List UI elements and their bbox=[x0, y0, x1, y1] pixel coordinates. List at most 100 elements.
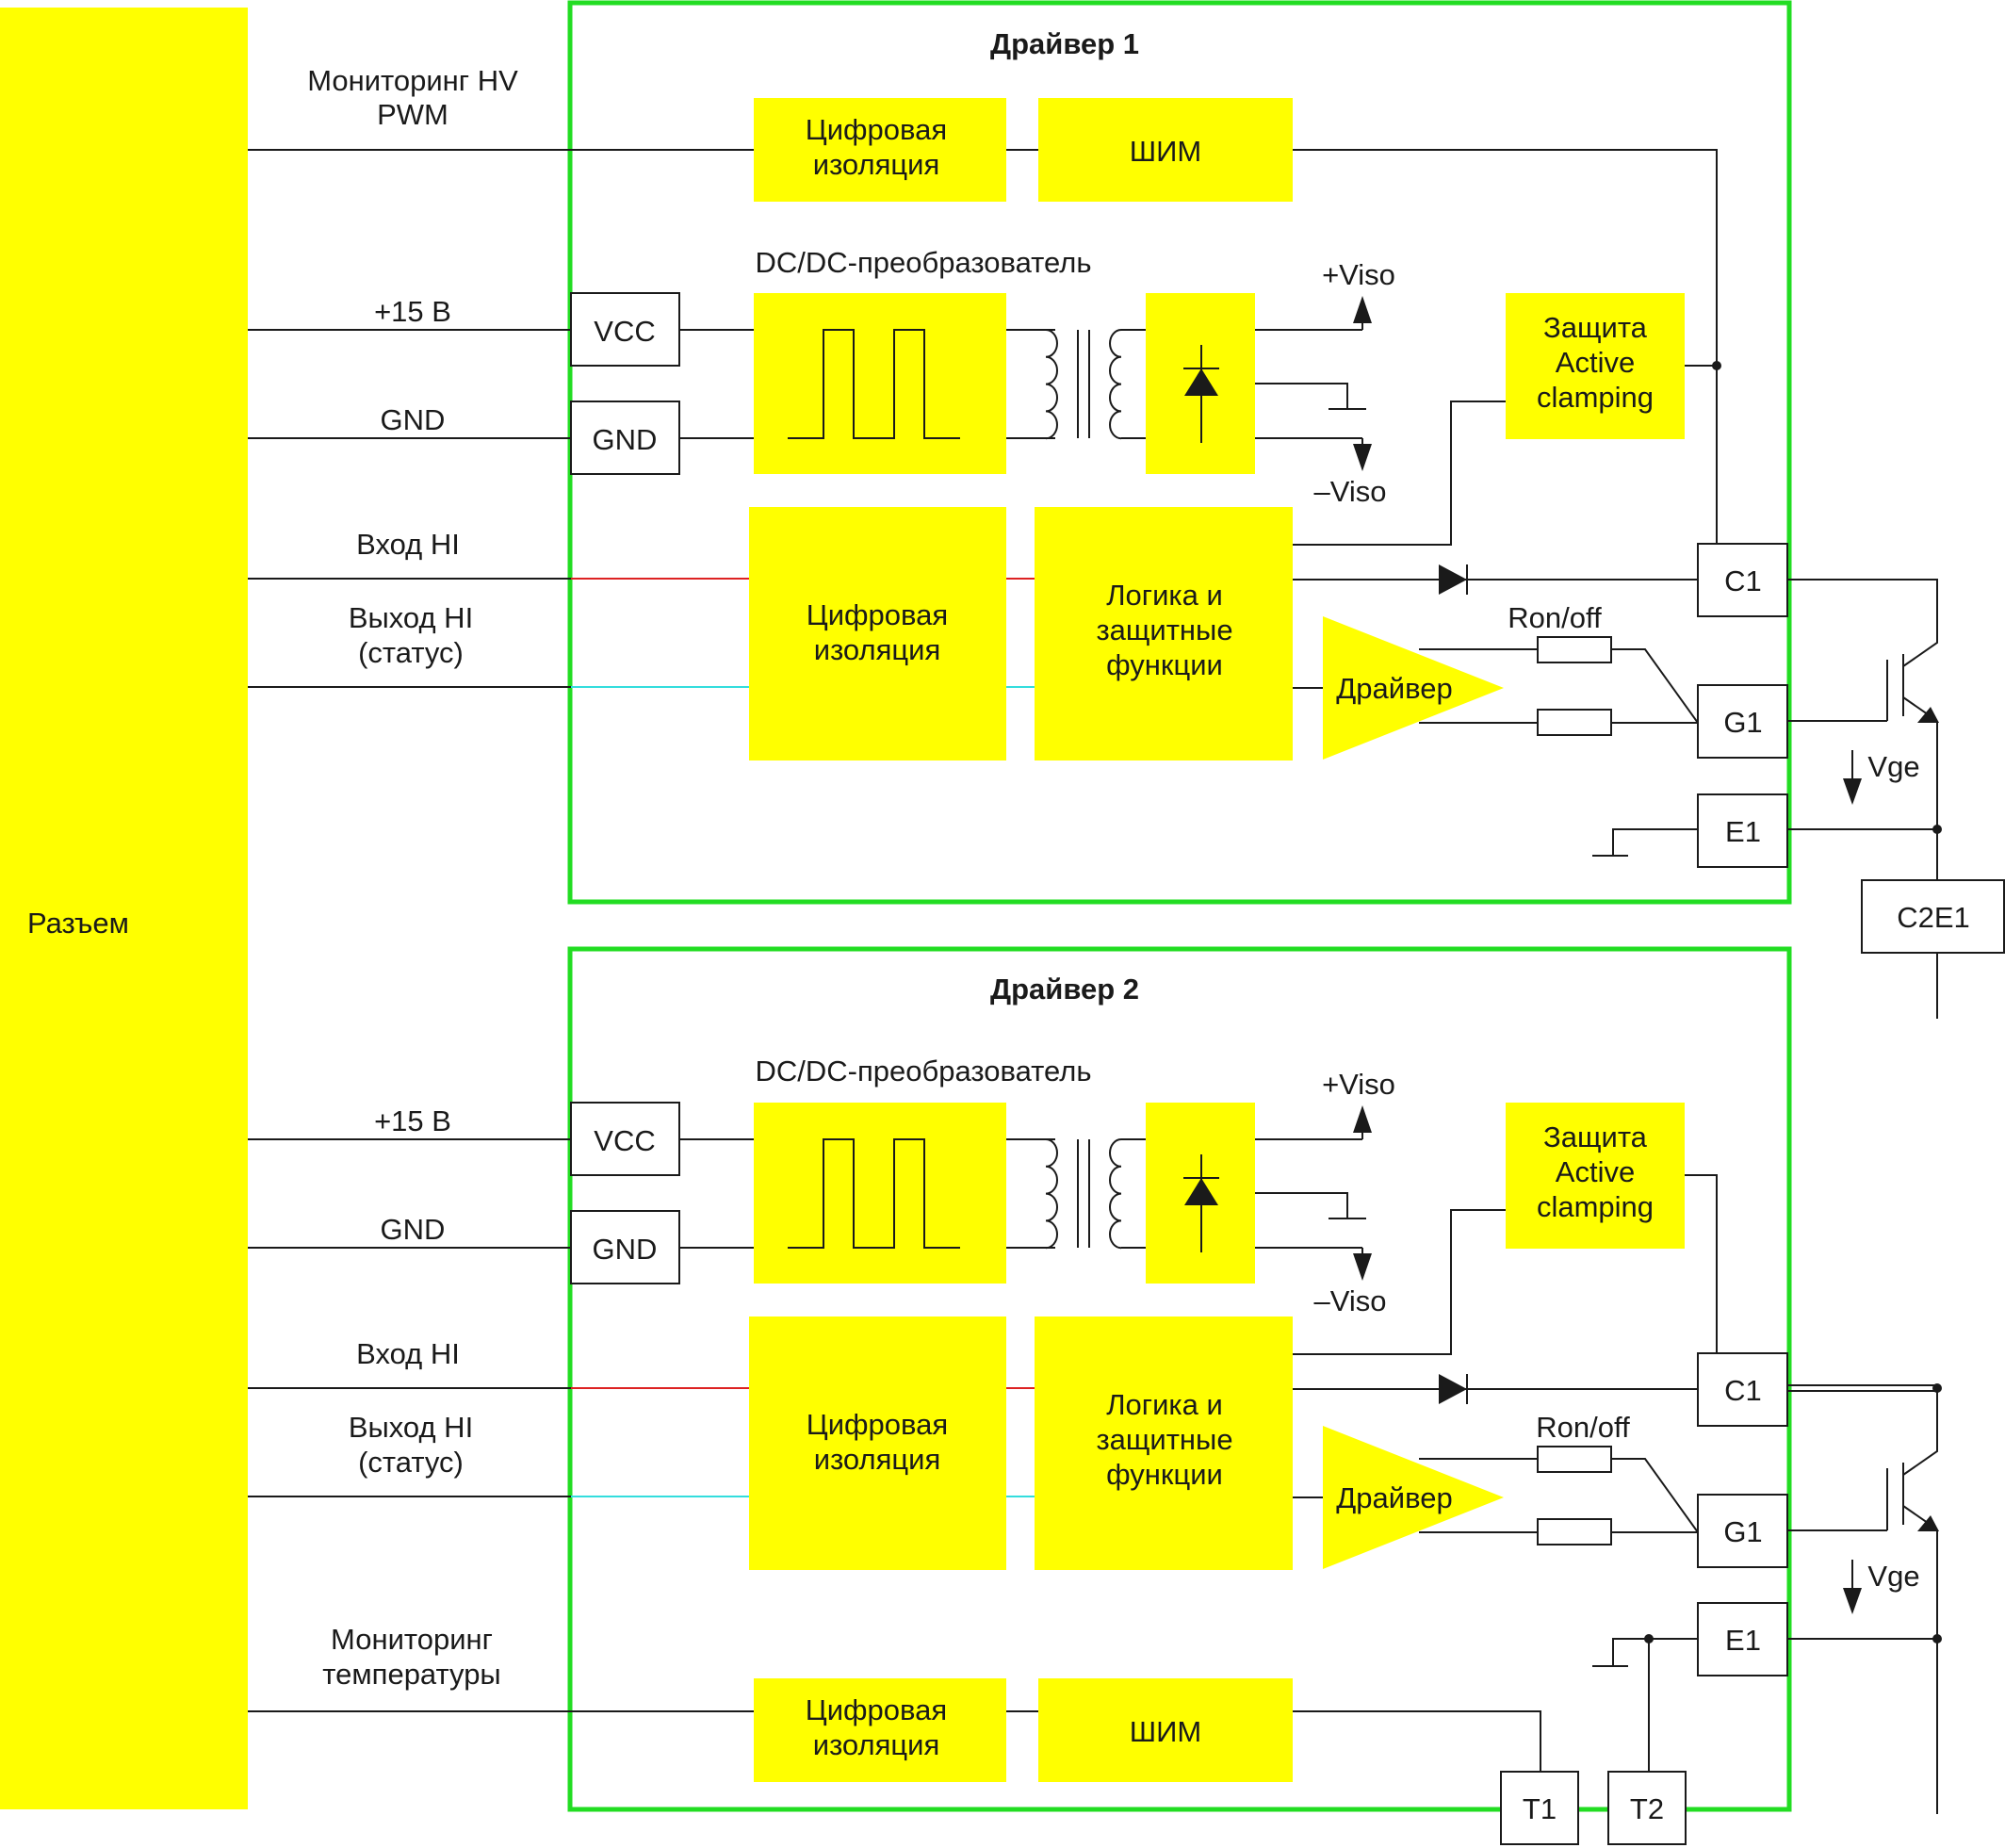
driver2-t2-pin bbox=[1607, 1771, 1687, 1845]
driver1-logic-block bbox=[1035, 507, 1293, 760]
driver1-rectifier-diode-icon bbox=[1183, 345, 1219, 443]
driver2-pwm-block bbox=[1038, 1678, 1293, 1782]
driver1-square-wave-icon bbox=[788, 329, 960, 439]
driver2-vge-label: Vge bbox=[1867, 1560, 1919, 1593]
driver1-e1-pin bbox=[1697, 793, 1788, 868]
driver2-ron-off-label: Ron/off bbox=[1536, 1411, 1630, 1444]
driver2-logic-label-3: функции bbox=[1106, 1458, 1223, 1491]
in-hi-1-label: Вход HI bbox=[356, 528, 460, 561]
driver2-dig-iso-label-2: изоляция bbox=[814, 1443, 940, 1476]
driver2-t1-pin bbox=[1500, 1771, 1579, 1845]
driver1-vge-arrow-icon bbox=[1843, 750, 1862, 805]
driver2-frame bbox=[567, 946, 1792, 1812]
driver2-g1-label: G1 bbox=[1723, 1515, 1762, 1548]
driver2-vcc-pin bbox=[570, 1102, 680, 1176]
driver2-pwm-label: ШИМ bbox=[1130, 1715, 1202, 1748]
driver1-dcdc-block bbox=[754, 293, 1006, 474]
driver1-viso-plus-label: +Viso bbox=[1322, 258, 1395, 291]
driver2-ron-resistor bbox=[1537, 1446, 1612, 1473]
driver1-digital-isolation bbox=[749, 507, 1006, 760]
driver1-vge-label: Vge bbox=[1867, 750, 1919, 783]
driver2-dcdc-block bbox=[754, 1103, 1006, 1284]
driver2-viso-plus-label: +Viso bbox=[1322, 1068, 1395, 1101]
driver2-title: Драйвер 2 bbox=[990, 973, 1139, 1006]
driver2-dig-iso-bottom-label: Цифровая bbox=[806, 1693, 947, 1726]
driver1-pwm-block bbox=[1038, 98, 1293, 202]
driver1-ron-off-label: Ron/off bbox=[1508, 601, 1602, 634]
plus15-2-label: +15 В bbox=[374, 1104, 451, 1137]
driver1-clamp-label: Защита bbox=[1543, 311, 1648, 344]
driver2-g1-pin bbox=[1697, 1494, 1788, 1568]
gnd-2-label: GND bbox=[381, 1213, 446, 1246]
driver2-dcdc-label: DC/DC-преобразователь bbox=[756, 1055, 1092, 1088]
driver1-logic-label-3: функции bbox=[1106, 648, 1223, 681]
driver2-square-wave-icon bbox=[788, 1138, 960, 1249]
monitor-hv-label-2: PWM bbox=[377, 98, 448, 131]
driver2-rectifier-diode-icon bbox=[1183, 1154, 1219, 1252]
gnd-1-label: GND bbox=[381, 403, 446, 436]
driver1-gnd-pin bbox=[570, 401, 680, 475]
plus15-1-label: +15 В bbox=[374, 295, 451, 328]
driver1-vcc-label: VCC bbox=[594, 315, 655, 348]
driver2-logic-block bbox=[1035, 1316, 1293, 1570]
driver2-t2-label: T2 bbox=[1630, 1792, 1664, 1825]
driver2-transformer-icon bbox=[1006, 1138, 1146, 1250]
driver2-gnd-label: GND bbox=[593, 1233, 658, 1266]
driver2-logic-label: Логика и bbox=[1106, 1388, 1223, 1421]
driver2-dig-iso-label: Цифровая bbox=[807, 1408, 948, 1441]
in-hi-2-label: Вход HI bbox=[356, 1337, 460, 1370]
monitor-temp-label: Мониторинг bbox=[331, 1623, 493, 1656]
driver1-amplifier-label: Драйвер bbox=[1336, 672, 1452, 705]
driver2-clamp-label-2: Active bbox=[1556, 1155, 1635, 1188]
driver2-c1-pin bbox=[1697, 1352, 1788, 1427]
driver2-e1-pin bbox=[1697, 1602, 1788, 1676]
driver2-viso-minus-label: –Viso bbox=[1314, 1284, 1387, 1317]
driver1-vcc-pin bbox=[570, 292, 680, 367]
driver1-clamp-label-3: clamping bbox=[1537, 381, 1654, 414]
driver1-e1-label: E1 bbox=[1725, 815, 1761, 848]
driver1-dcdc-label: DC/DC-преобразователь bbox=[756, 246, 1092, 279]
driver2-c1-diode-icon bbox=[1439, 1374, 1468, 1404]
c2e1-pin bbox=[1861, 879, 2005, 954]
driver1-c1-diode-icon bbox=[1439, 564, 1468, 595]
driver2-dig-iso-bottom-label-2: изоляция bbox=[813, 1728, 939, 1761]
driver1-roff-resistor bbox=[1537, 709, 1612, 736]
monitor-temp-label-2: температуры bbox=[322, 1658, 500, 1691]
driver1-pwm-label: ШИМ bbox=[1130, 135, 1202, 168]
out-hi-1-label-2: (статус) bbox=[358, 636, 464, 669]
driver2-t1-label: T1 bbox=[1523, 1792, 1557, 1825]
driver1-amplifier bbox=[1323, 616, 1504, 760]
driver1-dig-iso-top-label-2: изоляция bbox=[813, 148, 939, 181]
driver1-logic-label-2: защитные bbox=[1096, 613, 1232, 646]
driver1-viso-minus-label: –Viso bbox=[1314, 475, 1387, 508]
driver2-vge-arrow-icon bbox=[1843, 1560, 1862, 1614]
c2e1-label: C2E1 bbox=[1897, 901, 1970, 934]
driver2-gnd-pin bbox=[570, 1210, 680, 1284]
driver1-logic-label: Логика и bbox=[1106, 579, 1223, 612]
igbt2-transistor-icon bbox=[1787, 1383, 1942, 1814]
driver2-clamp-label: Защита bbox=[1543, 1120, 1648, 1153]
driver2-active-clamping-block bbox=[1506, 1103, 1685, 1249]
driver2-clamp-label-3: clamping bbox=[1537, 1190, 1654, 1223]
driver2-amplifier-label: Драйвер bbox=[1336, 1481, 1452, 1514]
driver1-dig-iso-label-2: изоляция bbox=[814, 633, 940, 666]
monitor-hv-label: Мониторинг HV bbox=[307, 64, 518, 97]
driver1-digital-isolation-top bbox=[754, 98, 1006, 202]
out-hi-1-label: Выход HI bbox=[349, 601, 473, 634]
driver1-title: Драйвер 1 bbox=[990, 27, 1139, 60]
out-hi-2-label: Выход HI bbox=[349, 1411, 473, 1444]
driver1-dig-iso-top-label: Цифровая bbox=[806, 113, 947, 146]
driver2-e1-label: E1 bbox=[1725, 1624, 1761, 1657]
out-hi-2-label-2: (статус) bbox=[358, 1446, 464, 1479]
connector-label: Разъем bbox=[27, 907, 129, 940]
driver2-logic-label-2: защитные bbox=[1096, 1423, 1232, 1456]
driver1-g1-label: G1 bbox=[1723, 706, 1762, 739]
driver1-c1-label: C1 bbox=[1724, 564, 1762, 597]
driver1-active-clamping-block bbox=[1506, 293, 1685, 439]
driver1-transformer-icon bbox=[1006, 329, 1146, 440]
driver1-dig-iso-label: Цифровая bbox=[807, 598, 948, 631]
driver1-clamp-label-2: Active bbox=[1556, 346, 1635, 379]
driver2-digital-isolation bbox=[749, 1316, 1006, 1570]
driver1-gnd-label: GND bbox=[593, 423, 658, 456]
